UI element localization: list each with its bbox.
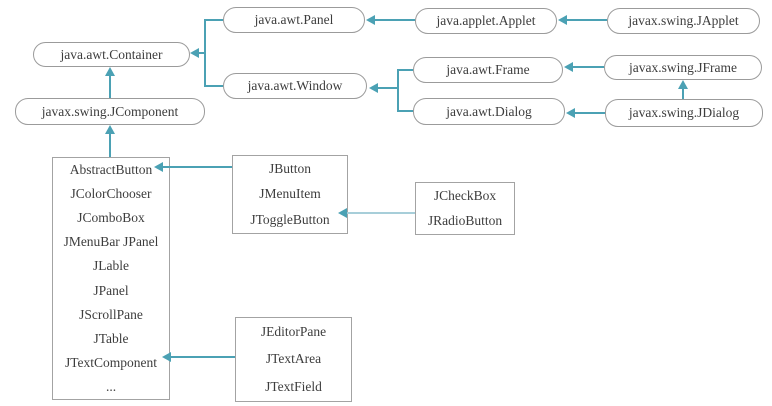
connector-jbutton-box-to-abstractbutton <box>163 166 232 168</box>
node-java-awt-dialog: java.awt.Dialog <box>413 98 565 125</box>
connector-bracket-vertical <box>204 19 206 87</box>
arrowhead-icon <box>190 48 199 58</box>
connector-japplet-to-applet <box>567 19 607 21</box>
arrowhead-icon <box>366 15 375 25</box>
list-item: JScrollPane <box>79 306 143 322</box>
arrowhead-icon <box>105 125 115 134</box>
connector-bracket-to-window <box>377 87 397 89</box>
connector-jdialog-to-dialog <box>575 112 605 114</box>
connector-applet-to-panel <box>375 19 415 21</box>
connector-jcheckbox-box-to-jtogglebutton <box>347 212 415 214</box>
list-item: JCheckBox <box>433 187 497 203</box>
connector-box-to-jcomponent <box>109 134 111 157</box>
connector-window-to-bracket <box>204 85 223 87</box>
connector-panel-to-bracket <box>204 19 223 21</box>
list-item: ... <box>105 378 117 394</box>
node-java-awt-panel: java.awt.Panel <box>223 7 365 33</box>
connector-jcomponent-to-container <box>109 76 111 98</box>
list-item: JTable <box>93 330 129 346</box>
list-item: JButton <box>268 160 311 176</box>
list-item: JTextField <box>265 379 322 395</box>
node-java-awt-container: java.awt.Container <box>33 42 190 67</box>
node-java-awt-frame: java.awt.Frame <box>413 57 563 83</box>
node-javax-swing-jcomponent: javax.swing.JComponent <box>15 98 205 125</box>
connector-dialog-to-bracket <box>397 110 413 112</box>
arrowhead-icon <box>105 67 115 76</box>
arrowhead-icon <box>338 208 347 218</box>
list-item: JEditorPane <box>260 323 327 339</box>
arrowhead-icon <box>558 15 567 25</box>
node-javax-swing-jdialog: javax.swing.JDialog <box>605 99 763 127</box>
list-item: JLable <box>93 258 129 274</box>
list-item: JColorChooser <box>70 186 152 202</box>
connector-jeditorpane-box-to-jtextcomponent <box>171 356 235 358</box>
list-item: JComboBox <box>77 210 145 226</box>
connector-jframe-to-frame <box>573 66 604 68</box>
arrowhead-icon <box>369 83 378 93</box>
node-java-awt-window: java.awt.Window <box>223 73 367 99</box>
list-item: JMenuItem <box>259 186 321 202</box>
connector-bracket-vertical <box>397 69 399 112</box>
connector-bracket-to-container <box>199 52 205 54</box>
box-toggle-button-subclasses: JCheckBox JRadioButton <box>415 182 515 235</box>
arrowhead-icon <box>678 80 688 89</box>
node-javax-swing-jframe: javax.swing.JFrame <box>604 55 762 80</box>
arrowhead-icon <box>154 162 163 172</box>
list-item: JToggleButton <box>250 212 330 228</box>
list-item: JRadioButton <box>427 213 503 229</box>
list-item: JMenuBar JPanel <box>63 234 159 250</box>
node-javax-swing-japplet: javax.swing.JApplet <box>607 8 760 34</box>
arrowhead-icon <box>162 352 171 362</box>
connector-frame-to-bracket <box>397 69 413 71</box>
box-text-component-subclasses: JEditorPane JTextArea JTextField <box>235 317 352 402</box>
list-item: JTextArea <box>265 351 322 367</box>
arrowhead-icon <box>566 108 575 118</box>
connector-jdialog-to-jframe <box>682 89 684 99</box>
list-item: AbstractButton <box>69 162 153 178</box>
list-item: JTextComponent <box>64 354 158 370</box>
arrowhead-icon <box>564 62 573 72</box>
box-abstract-button-subclasses: JButton JMenuItem JToggleButton <box>232 155 348 234</box>
box-jcomponent-subclasses: AbstractButton JColorChooser JComboBox J… <box>52 157 170 400</box>
list-item: JPanel <box>93 282 129 298</box>
node-java-applet-applet: java.applet.Applet <box>415 8 557 34</box>
